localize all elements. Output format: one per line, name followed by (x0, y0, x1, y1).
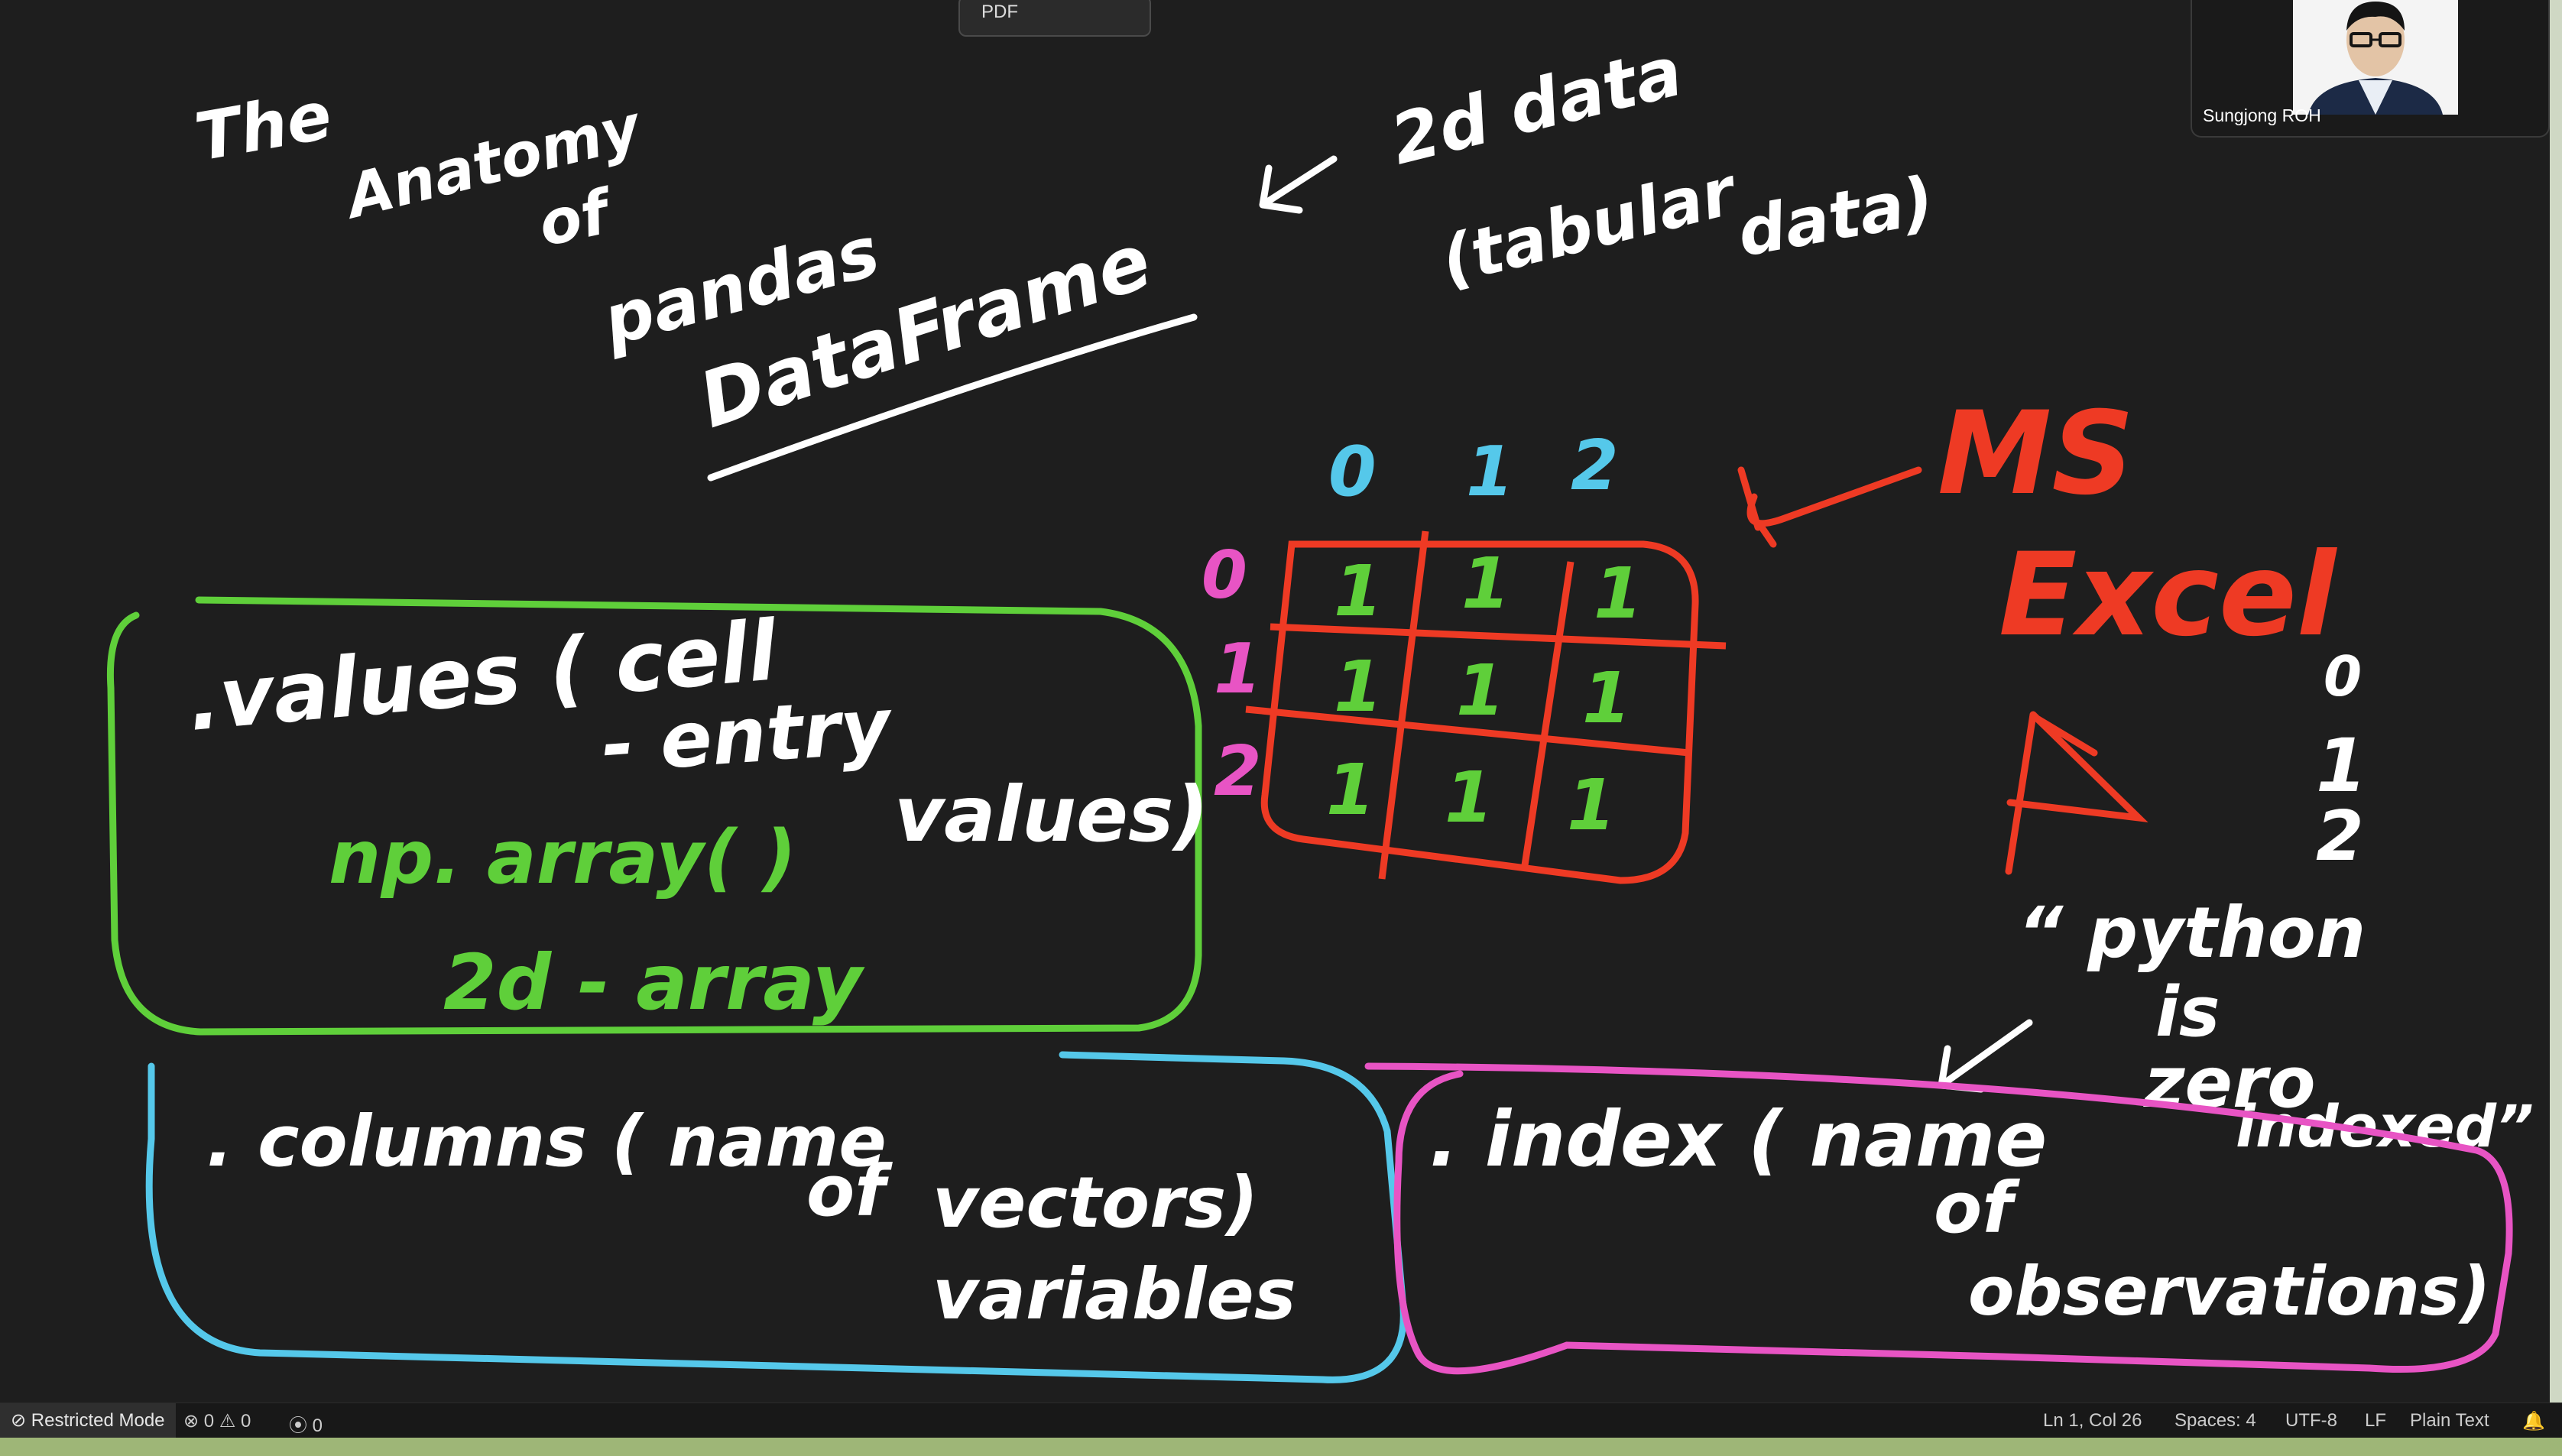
arrow-left (1259, 155, 1338, 214)
video-tile[interactable]: Sungjong ROH (2191, 0, 2550, 138)
column-label-2: 2 (1571, 426, 1619, 506)
participant-name: Sungjong ROH (2203, 105, 2321, 125)
cell-0-0: 1 (1334, 550, 1383, 632)
warning-icon: ⚠ (219, 1411, 236, 1432)
quote-is: is (2155, 972, 2220, 1052)
text-excel: Excel (1999, 529, 2338, 662)
columns-line4: variables (932, 1253, 1296, 1335)
index-line3: observations) (1968, 1252, 2491, 1331)
note-tabular: (tabular (1434, 153, 1746, 300)
cell-1-2: 1 (1582, 657, 1631, 739)
values-green1: np. array( ) (329, 815, 796, 900)
cell-0-2: 1 (1594, 553, 1643, 634)
index-line1: . index ( name (1429, 1094, 2047, 1184)
quote-arrow (1938, 1019, 2033, 1093)
index-box (1364, 1062, 2513, 1375)
columns-line3: vectors) (932, 1162, 1258, 1244)
values-line2: - entry (599, 681, 897, 790)
columns-line2: of (806, 1150, 893, 1232)
grid-border (1260, 540, 1699, 884)
grid-vline-2 (1521, 561, 1574, 866)
cell-2-1: 1 (1445, 757, 1493, 838)
note-2d-data: 2d data (1383, 31, 1690, 181)
grid-hline-2 (1245, 705, 1690, 757)
restricted-mode-button[interactable]: ⊘ Restricted Mode (0, 1403, 176, 1438)
cell-0-1: 1 (1461, 543, 1510, 624)
row-label-2: 2 (1214, 731, 1262, 812)
values-line3: values) (894, 770, 1208, 859)
cell-1-1: 1 (1456, 650, 1505, 731)
ports-icon: ⦿ (289, 1415, 307, 1436)
excel-arrow (1737, 466, 1922, 548)
window-edge (2550, 0, 2562, 1402)
indentation[interactable]: Spaces: 4 (2174, 1410, 2256, 1431)
status-bar: ⊘ Restricted Mode ⊗ 0 ⚠ 0 ⦿ 0 Ln 1, Col … (0, 1402, 2562, 1438)
grid-hline-1 (1270, 623, 1727, 650)
text-ms: MS (1938, 388, 2134, 520)
restricted-mode-label: Restricted Mode (31, 1410, 165, 1431)
column-label-1: 1 (1466, 432, 1514, 512)
row-label-1: 1 (1214, 629, 1262, 709)
cursor-position[interactable]: Ln 1, Col 26 (2043, 1410, 2142, 1431)
quote-indexed: indexed” (2236, 1092, 2534, 1160)
column-label-0: 0 (1328, 432, 1377, 512)
restricted-icon: ⊘ (11, 1410, 27, 1431)
warning-count: 0 (241, 1411, 251, 1432)
values-green2: 2d - array (443, 938, 865, 1027)
encoding[interactable]: UTF-8 (2285, 1410, 2337, 1431)
menu-item-pdf[interactable]: PDF (981, 2, 1018, 22)
bottom-strip (0, 1438, 2562, 1456)
cell-1-0: 1 (1334, 646, 1383, 728)
whiteboard-drawing: The Anatomy of pandas DataFrame 2d data … (106, 31, 2534, 1383)
red-caret-sketch (2005, 711, 2149, 875)
participant-avatar-icon (2293, 0, 2458, 115)
bell-icon[interactable]: 🔔 (2522, 1411, 2545, 1432)
language-mode[interactable]: Plain Text (2410, 1410, 2489, 1431)
columns-line1: . columns ( name (206, 1101, 887, 1182)
values-box (106, 596, 1202, 1036)
right-index-2: 2 (2316, 796, 2364, 877)
cell-2-2: 1 (1567, 764, 1616, 846)
row-label-0: 0 (1202, 537, 1247, 614)
error-icon: ⊗ (183, 1411, 199, 1432)
ports-count: 0 (312, 1415, 323, 1436)
ports-button[interactable]: ⦿ 0 (289, 1410, 323, 1437)
note-data: data) (1732, 162, 1939, 271)
index-line2: of (1934, 1167, 2020, 1249)
right-index-0: 0 (2324, 644, 2362, 709)
cell-2-0: 1 (1326, 749, 1375, 831)
grid-vline-1 (1378, 530, 1429, 880)
popup-menu[interactable]: PDF (958, 0, 1151, 37)
problems-button[interactable]: ⊗ 0 ⚠ 0 (183, 1410, 251, 1432)
error-count: 0 (203, 1411, 215, 1432)
quote-python: “ python (2018, 892, 2366, 974)
title-of: of (533, 175, 621, 261)
participant-video (2293, 0, 2458, 115)
title-the: The (190, 77, 337, 176)
end-of-line[interactable]: LF (2365, 1410, 2387, 1431)
title-underline (707, 313, 1198, 482)
whiteboard-canvas[interactable]: The Anatomy of pandas DataFrame 2d data … (0, 0, 2562, 1402)
columns-box (145, 1051, 1407, 1383)
right-index-1: 1 (2316, 723, 2367, 809)
